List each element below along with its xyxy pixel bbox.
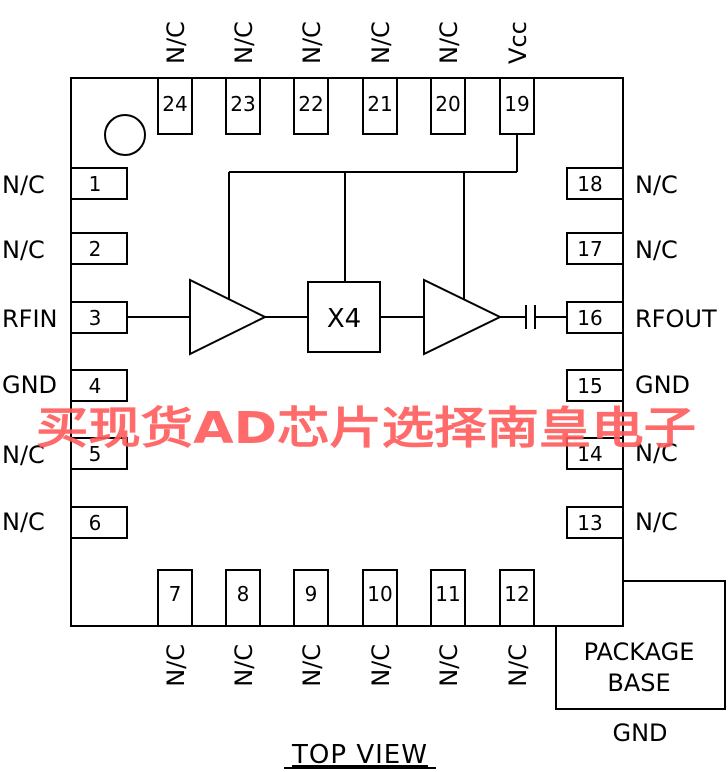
package-base: PACKAGE BASE GND	[555, 580, 726, 747]
pin-4-label: GND	[2, 371, 57, 399]
output-amplifier-triangle	[423, 278, 503, 356]
pin-8-label: N/C	[230, 644, 258, 687]
pin-2-number: 2	[89, 237, 102, 261]
pin-9-number: 9	[305, 582, 318, 606]
pin-13: 13 N/C	[566, 506, 678, 539]
package-body	[70, 77, 624, 627]
watermark-text: 买现货AD芯片选择南皇电子	[36, 403, 696, 454]
pin-8-number: 8	[237, 582, 250, 606]
pin-19-label: Vcc	[504, 21, 532, 64]
pin-16-number: 16	[577, 306, 602, 330]
pin-9-label: N/C	[298, 644, 326, 687]
pin-11-label: N/C	[435, 644, 463, 687]
pin-13-label: N/C	[635, 508, 678, 536]
pin-15-label: GND	[635, 371, 690, 399]
pin-22-label: N/C	[298, 21, 326, 64]
pin-4-number: 4	[89, 374, 102, 398]
pin-2-label: N/C	[2, 236, 45, 264]
pin-5-label: N/C	[2, 441, 45, 469]
pin-18: 18 N/C	[566, 167, 678, 200]
pin-4: 4 GND	[2, 369, 128, 402]
pin-5-number: 5	[89, 442, 102, 466]
internal-circuit	[127, 134, 567, 356]
pin-10-label: N/C	[367, 644, 395, 687]
pin-5: 5 N/C	[2, 437, 128, 470]
pin-14-number: 14	[577, 442, 602, 466]
pin-9: 9 N/C	[293, 569, 329, 687]
pin-6-label: N/C	[2, 508, 45, 536]
pin-20-number: 20	[435, 92, 460, 116]
pin-17: 17 N/C	[566, 232, 678, 265]
pin-2: 2 N/C	[2, 232, 128, 265]
pin-16: 16 RFOUT	[566, 301, 717, 334]
input-amplifier-triangle	[189, 278, 268, 356]
pin-10: 10 N/C	[362, 569, 398, 687]
pin-17-label: N/C	[635, 236, 678, 264]
pin-1-label: N/C	[2, 171, 45, 199]
pin-15: 15 GND	[566, 369, 690, 402]
pin-3: 3 RFIN	[2, 301, 128, 334]
pin-22: 22 N/C	[293, 21, 329, 135]
pin-8: 8 N/C	[225, 569, 261, 687]
pin-1: 1 N/C	[2, 167, 128, 200]
pin-16-label: RFOUT	[635, 305, 717, 333]
pin-21: 21 N/C	[362, 21, 398, 135]
pin-11-number: 11	[435, 582, 460, 606]
view-label: TOP VIEW	[291, 740, 428, 770]
pin-18-number: 18	[577, 172, 602, 196]
pin-19: 19 Vcc	[499, 21, 535, 135]
pin-24: 24 N/C	[157, 21, 193, 135]
package-base-ground-label: GND	[612, 719, 667, 747]
pin-7-number: 7	[169, 582, 182, 606]
pin-22-number: 22	[298, 92, 323, 116]
pin-14-label: N/C	[635, 439, 678, 467]
pin-19-number: 19	[504, 92, 529, 116]
pin-13-number: 13	[577, 511, 602, 535]
pin-6-number: 6	[89, 511, 102, 535]
package-base-line2: BASE	[607, 669, 670, 697]
pin-20: 20 N/C	[430, 21, 466, 135]
pin-14: 14 N/C	[566, 437, 678, 470]
pin-6: 6 N/C	[2, 506, 128, 539]
pin-12-label: N/C	[504, 644, 532, 687]
pin-23-number: 23	[230, 92, 255, 116]
pin-23-label: N/C	[230, 21, 258, 64]
pin-12: 12 N/C	[499, 569, 535, 687]
multiplier-label: X4	[327, 304, 361, 334]
pin-20-label: N/C	[435, 21, 463, 64]
pin-15-number: 15	[577, 374, 602, 398]
pin-24-label: N/C	[162, 21, 190, 64]
pin-3-number: 3	[89, 306, 102, 330]
pin-21-label: N/C	[367, 21, 395, 64]
package-base-outline	[555, 580, 726, 710]
pin1-marker	[104, 114, 146, 156]
pin-10-number: 10	[367, 582, 392, 606]
package-base-line1: PACKAGE	[584, 638, 695, 666]
pin-17-number: 17	[577, 237, 602, 261]
pin-24-number: 24	[162, 92, 187, 116]
pin-7: 7 N/C	[157, 569, 193, 687]
pin-1-number: 1	[89, 172, 102, 196]
pin-11: 11 N/C	[430, 569, 466, 687]
pin-23: 23 N/C	[225, 21, 261, 135]
pin-18-label: N/C	[635, 171, 678, 199]
pin-3-label: RFIN	[2, 305, 58, 333]
pin-21-number: 21	[367, 92, 392, 116]
pin-7-label: N/C	[162, 644, 190, 687]
pin-12-number: 12	[504, 582, 529, 606]
